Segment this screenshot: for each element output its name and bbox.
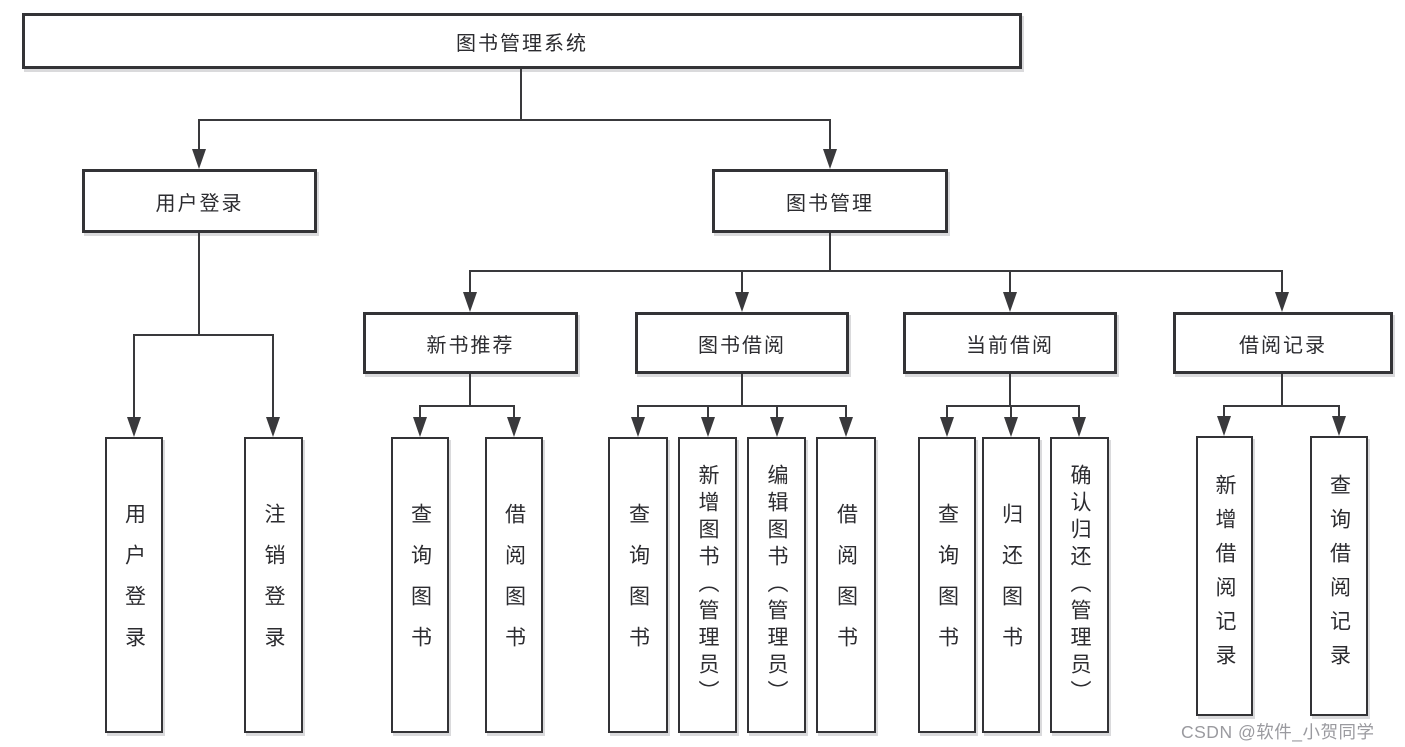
- leaf-user-login-label: 用户登录: [122, 503, 146, 667]
- connector-line: [946, 405, 1079, 407]
- node-book-borrow-label: 图书借阅: [698, 334, 786, 357]
- connector-line: [946, 405, 948, 420]
- connector-line: [469, 270, 471, 295]
- leaf-bb-add-book-admin-label: 新增图书（管理员）: [696, 463, 719, 707]
- connector-line: [513, 405, 515, 420]
- node-new-book-recommend: 新书推荐: [363, 312, 578, 374]
- connector-line: [272, 334, 274, 419]
- node-root: 图书管理系统: [22, 13, 1022, 69]
- connector-line: [829, 119, 831, 151]
- arrowhead-down-icon: [463, 292, 477, 312]
- arrowhead-down-icon: [1004, 417, 1018, 437]
- node-borrow-records-label: 借阅记录: [1239, 334, 1327, 357]
- arrowhead-down-icon: [1003, 292, 1017, 312]
- connector-line: [776, 405, 778, 420]
- connector-line: [198, 233, 200, 335]
- arrowhead-down-icon: [1072, 417, 1086, 437]
- connector-line: [637, 405, 639, 420]
- connector-line: [1010, 405, 1012, 420]
- leaf-bb-edit-book-admin: 编辑图书（管理员）: [747, 437, 806, 733]
- connector-line: [1009, 270, 1011, 295]
- leaf-br-add-borrow-record-label: 新增借阅记录: [1213, 474, 1236, 678]
- leaf-cb-return-books: 归还图书: [982, 437, 1040, 733]
- connector-line: [829, 233, 831, 271]
- leaf-bb-add-book-admin: 新增图书（管理员）: [678, 437, 737, 733]
- node-book-management-label: 图书管理: [786, 192, 874, 215]
- watermark: CSDN @软件_小贺同学: [1181, 722, 1375, 742]
- node-borrow-records: 借阅记录: [1173, 312, 1393, 374]
- leaf-br-query-borrow-record: 查询借阅记录: [1310, 436, 1368, 716]
- arrowhead-down-icon: [839, 417, 853, 437]
- connector-line: [741, 270, 743, 295]
- leaf-bb-borrow-books-label: 借阅图书: [834, 503, 858, 667]
- connector-line: [198, 119, 831, 121]
- leaf-br-add-borrow-record: 新增借阅记录: [1196, 436, 1253, 716]
- arrowhead-down-icon: [507, 417, 521, 437]
- node-book-management: 图书管理: [712, 169, 948, 233]
- connector-line: [1078, 405, 1080, 420]
- leaf-bb-edit-book-admin-label: 编辑图书（管理员）: [765, 463, 788, 707]
- connector-line: [1281, 374, 1283, 406]
- leaf-cb-query-books-label: 查询图书: [935, 503, 959, 667]
- leaf-cb-query-books: 查询图书: [918, 437, 976, 733]
- arrowhead-down-icon: [1332, 416, 1346, 436]
- leaf-nb-borrow-books-label: 借阅图书: [502, 503, 526, 667]
- leaf-br-query-borrow-record-label: 查询借阅记录: [1327, 474, 1351, 678]
- connector-line: [469, 374, 471, 406]
- connector-line: [845, 405, 847, 420]
- leaf-logout-label: 注销登录: [262, 503, 285, 667]
- connector-line: [1009, 374, 1011, 406]
- connector-line: [1223, 405, 1225, 419]
- arrowhead-down-icon: [1217, 416, 1231, 436]
- node-current-borrow: 当前借阅: [903, 312, 1117, 374]
- arrowhead-down-icon: [192, 149, 206, 169]
- node-current-borrow-label: 当前借阅: [966, 334, 1054, 357]
- node-new-book-recommend-label: 新书推荐: [426, 334, 515, 357]
- node-user-login: 用户登录: [82, 169, 317, 233]
- node-root-label: 图书管理系统: [456, 32, 588, 55]
- arrowhead-down-icon: [1275, 292, 1289, 312]
- connector-line: [419, 405, 515, 407]
- leaf-bb-borrow-books: 借阅图书: [816, 437, 876, 733]
- leaf-nb-query-books-label: 查询图书: [408, 503, 432, 667]
- connector-line: [419, 405, 421, 420]
- connector-line: [133, 334, 274, 336]
- connector-line: [520, 69, 522, 121]
- leaf-bb-query-books: 查询图书: [608, 437, 668, 733]
- connector-line: [133, 334, 135, 419]
- arrowhead-down-icon: [701, 417, 715, 437]
- arrowhead-down-icon: [413, 417, 427, 437]
- arrowhead-down-icon: [735, 292, 749, 312]
- leaf-nb-query-books: 查询图书: [391, 437, 449, 733]
- connector-line: [741, 374, 743, 406]
- arrowhead-down-icon: [266, 417, 280, 437]
- arrowhead-down-icon: [823, 149, 837, 169]
- leaf-bb-query-books-label: 查询图书: [626, 503, 650, 667]
- arrowhead-down-icon: [631, 417, 645, 437]
- leaf-nb-borrow-books: 借阅图书: [485, 437, 543, 733]
- connector-line: [707, 405, 709, 420]
- leaf-cb-return-books-label: 归还图书: [999, 503, 1023, 667]
- arrowhead-down-icon: [940, 417, 954, 437]
- leaf-logout: 注销登录: [244, 437, 303, 733]
- leaf-cb-confirm-return-admin-label: 确认归还（管理员）: [1068, 463, 1091, 707]
- connector-line: [469, 270, 1283, 272]
- leaf-cb-confirm-return-admin: 确认归还（管理员）: [1050, 437, 1109, 733]
- connector-line: [198, 119, 200, 151]
- leaf-user-login: 用户登录: [105, 437, 163, 733]
- connector-line: [637, 405, 846, 407]
- arrowhead-down-icon: [770, 417, 784, 437]
- connector-line: [1281, 270, 1283, 295]
- node-book-borrow: 图书借阅: [635, 312, 849, 374]
- connector-line: [1338, 405, 1340, 419]
- arrowhead-down-icon: [127, 417, 141, 437]
- connector-line: [1223, 405, 1339, 407]
- node-user-login-label: 用户登录: [155, 192, 244, 215]
